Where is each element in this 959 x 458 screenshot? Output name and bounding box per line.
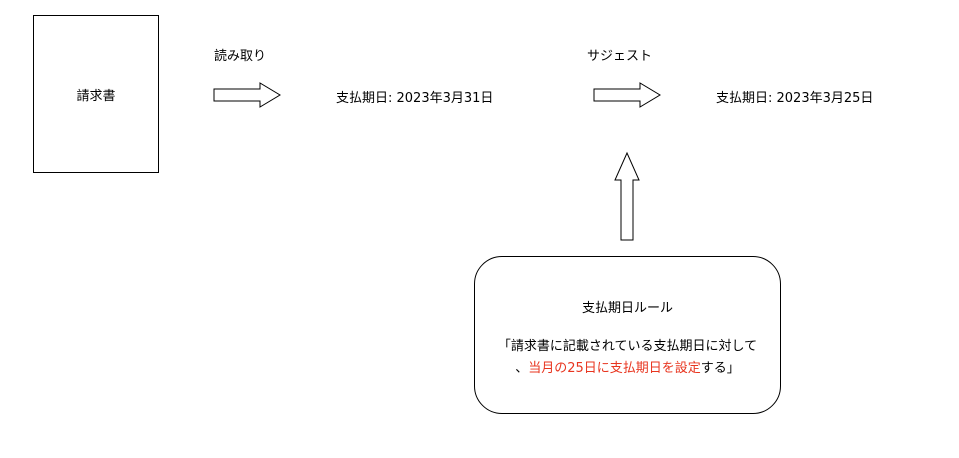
rule-highlight: 当月の25日に支払期日を設定 bbox=[528, 361, 701, 376]
rule-box: 支払期日ルール 「請求書に記載されている支払期日に対して 、当月の25日に支払期… bbox=[474, 256, 781, 414]
suggested-date: 支払期日: 2023年3月25日 bbox=[716, 91, 874, 106]
arrow-rule-up bbox=[614, 151, 640, 241]
invoice-box: 請求書 bbox=[33, 15, 159, 173]
extracted-date: 支払期日: 2023年3月31日 bbox=[336, 91, 494, 106]
rule-title: 支払期日ルール bbox=[581, 301, 673, 316]
suggest-label: サジェスト bbox=[587, 49, 653, 64]
rule-line-2: 、当月の25日に支払期日を設定する」 bbox=[475, 357, 780, 376]
rule-line-1: 「請求書に記載されている支払期日に対して bbox=[497, 339, 758, 354]
rule-line-2-prefix: 、 bbox=[515, 361, 529, 376]
arrow-suggest bbox=[593, 82, 661, 108]
invoice-label: 請求書 bbox=[76, 88, 116, 104]
arrow-read bbox=[213, 82, 281, 108]
read-label: 読み取り bbox=[214, 49, 267, 64]
rule-line-2-suffix: する」 bbox=[700, 361, 740, 376]
